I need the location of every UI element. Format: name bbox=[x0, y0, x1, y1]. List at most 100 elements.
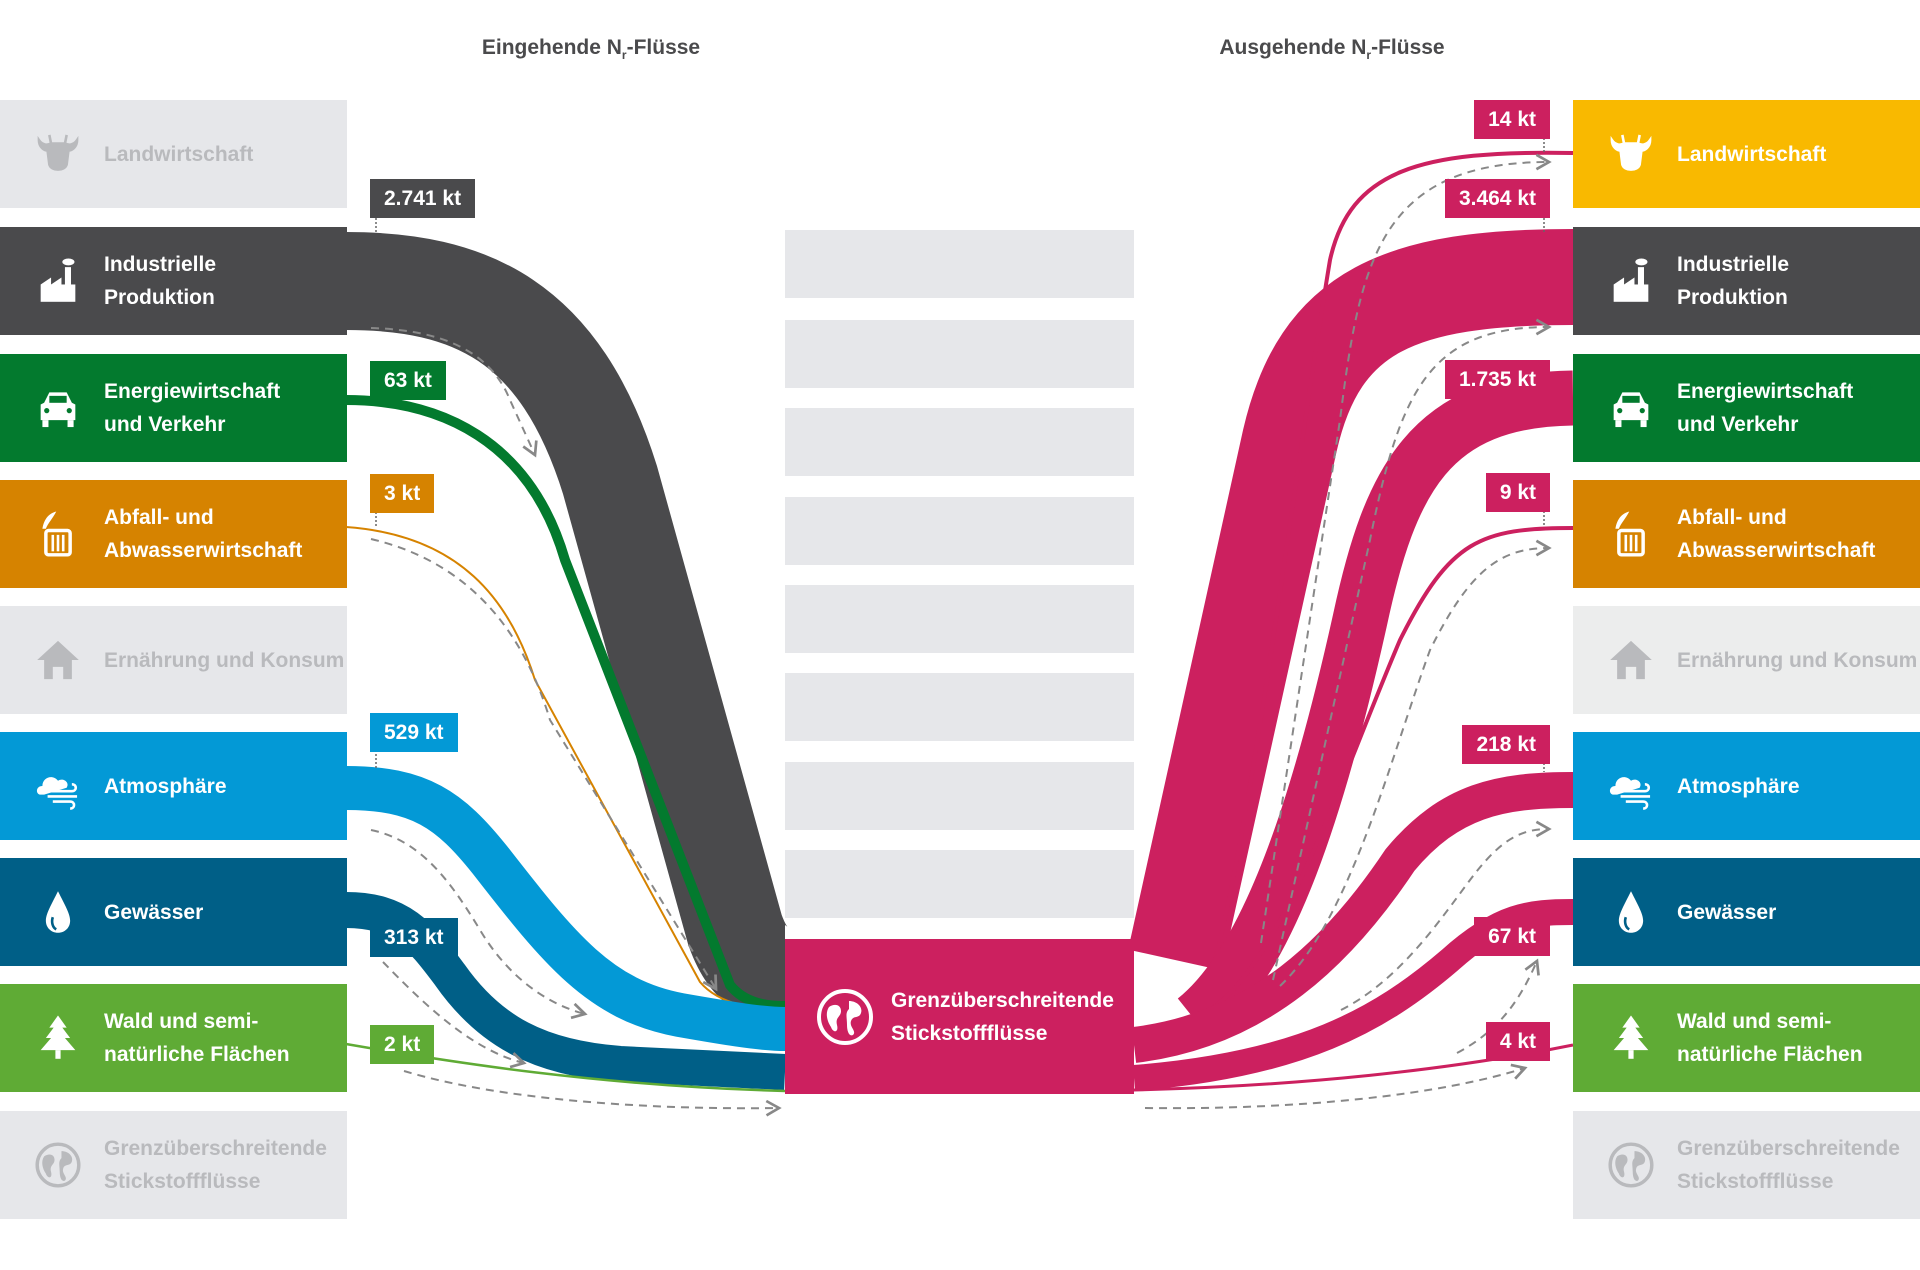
left-category-energy: Energiewirtschaft und Verkehr bbox=[0, 354, 347, 462]
center-label-line: Grenzüberschreitende bbox=[891, 988, 1114, 1012]
right-category-energy: Energiewirtschaft und Verkehr bbox=[1573, 354, 1920, 462]
trash-icon bbox=[1601, 504, 1661, 564]
factory-icon bbox=[28, 251, 88, 311]
right-category-atmosphere: Atmosphäre bbox=[1573, 732, 1920, 840]
placeholder-slot bbox=[785, 408, 1134, 476]
flow-waste-out bbox=[1205, 526, 1574, 1014]
flow-agriculture-out bbox=[1198, 150, 1574, 1011]
outgoing-value-label: 67 kt bbox=[1474, 917, 1550, 956]
category-label-line: Energiewirtschaft bbox=[104, 380, 281, 403]
right-category-consumption: Ernährung und Konsum bbox=[1573, 606, 1920, 714]
incoming-value-label: 529 kt bbox=[370, 713, 458, 752]
outgoing-value-label: 4 kt bbox=[1485, 1022, 1550, 1061]
placeholder-slot bbox=[785, 497, 1134, 565]
category-label-line: Industrielle bbox=[104, 253, 217, 276]
category-label-line: Abwasserwirtschaft bbox=[1677, 539, 1876, 562]
category-label-line: Grenzüberschreitende bbox=[104, 1137, 327, 1160]
car-icon bbox=[1601, 378, 1661, 438]
placeholder-slot bbox=[785, 850, 1134, 918]
incoming-value-label: 2.741 kt bbox=[370, 179, 476, 218]
cloud-wind-icon bbox=[1601, 756, 1661, 816]
globe-icon bbox=[1601, 1135, 1661, 1195]
outgoing-value-label: 3.464 kt bbox=[1444, 179, 1550, 218]
incoming-value-label: 3 kt bbox=[370, 474, 435, 513]
outgoing-value-label: 14 kt bbox=[1474, 100, 1550, 139]
outgoing-title: Ausgehende Nr-Flüsse bbox=[1219, 36, 1445, 63]
right-category-water: Gewässer bbox=[1573, 858, 1920, 966]
flow-industry-out bbox=[1128, 229, 1574, 971]
category-label-line: Wald und semi- bbox=[1677, 1010, 1832, 1033]
right-category-agriculture: Landwirtschaft bbox=[1573, 100, 1920, 208]
drop-icon bbox=[28, 882, 88, 942]
left-category-water: Gewässer bbox=[0, 858, 347, 966]
left-category-atmosphere: Atmosphäre bbox=[0, 732, 347, 840]
incoming-value-label: 63 kt bbox=[370, 361, 446, 400]
cow-icon bbox=[1601, 124, 1661, 184]
category-label-line: Atmosphäre bbox=[104, 774, 227, 798]
tree-icon bbox=[28, 1008, 88, 1068]
incoming-value-label: 2 kt bbox=[370, 1025, 435, 1064]
flow-water-out bbox=[1132, 899, 1574, 1091]
center-label-line: Stickstoffflüsse bbox=[891, 1021, 1048, 1045]
incoming-value-label: 313 kt bbox=[370, 918, 458, 957]
category-label-line: natürliche Flächen bbox=[1677, 1043, 1863, 1066]
outgoing-value-label: 9 kt bbox=[1485, 473, 1550, 512]
placeholder-slot bbox=[785, 230, 1134, 298]
category-label-line: Produktion bbox=[1677, 286, 1788, 309]
house-icon bbox=[1601, 630, 1661, 690]
outgoing-value-label: 218 kt bbox=[1462, 725, 1550, 764]
category-label-line: Gewässer bbox=[1677, 900, 1777, 924]
tree-icon bbox=[1601, 1008, 1661, 1068]
category-label-line: Produktion bbox=[104, 286, 215, 309]
flow-energy-out bbox=[1177, 370, 1574, 1042]
category-label-line: Energiewirtschaft bbox=[1677, 380, 1854, 403]
drop-icon bbox=[1601, 882, 1661, 942]
category-label-line: natürliche Flächen bbox=[104, 1043, 290, 1066]
flow-atmosphere-in bbox=[345, 766, 786, 1051]
factory-icon bbox=[1601, 251, 1661, 311]
category-label-line: Gewässer bbox=[104, 900, 204, 924]
category-label-line: Wald und semi- bbox=[104, 1010, 259, 1033]
globe-icon bbox=[815, 987, 875, 1047]
trash-icon bbox=[28, 504, 88, 564]
category-label-line: Grenzüberschreitende bbox=[1677, 1137, 1900, 1160]
category-label-line: und Verkehr bbox=[1677, 413, 1799, 436]
cloud-wind-icon bbox=[28, 756, 88, 816]
placeholder-slot bbox=[785, 673, 1134, 741]
category-label-line: Ernährung und Konsum bbox=[104, 648, 345, 672]
category-label-line: Stickstoffflüsse bbox=[1677, 1170, 1834, 1193]
left-category-forest: Wald und semi-natürliche Flächen bbox=[0, 984, 347, 1092]
category-label-line: Stickstoffflüsse bbox=[104, 1170, 261, 1193]
left-category-agriculture: Landwirtschaft bbox=[0, 100, 347, 208]
car-icon bbox=[28, 378, 88, 438]
category-label-line: Abwasserwirtschaft bbox=[104, 539, 303, 562]
category-label-line: Abfall- und bbox=[1677, 506, 1787, 529]
right-category-forest: Wald und semi-natürliche Flächen bbox=[1573, 984, 1920, 1092]
category-label-line: Atmosphäre bbox=[1677, 774, 1800, 798]
placeholder-slot bbox=[785, 585, 1134, 653]
incoming-title: Eingehende Nr-Flüsse bbox=[481, 36, 701, 63]
category-label-line: Industrielle bbox=[1677, 253, 1790, 276]
direction-arrows bbox=[370, 153, 1552, 1117]
house-icon bbox=[28, 630, 88, 690]
category-label-line: Ernährung und Konsum bbox=[1677, 648, 1918, 672]
globe-icon bbox=[28, 1135, 88, 1195]
category-label-line: Landwirtschaft bbox=[104, 142, 254, 166]
flow-energy-in bbox=[345, 395, 786, 1011]
flow-atmosphere-out bbox=[1131, 772, 1574, 1063]
category-label-line: und Verkehr bbox=[104, 413, 226, 436]
category-label-line: Abfall- und bbox=[104, 506, 214, 529]
category-label-line: Landwirtschaft bbox=[1677, 142, 1827, 166]
placeholder-slot bbox=[785, 762, 1134, 830]
cow-icon bbox=[28, 124, 88, 184]
left-category-consumption: Ernährung und Konsum bbox=[0, 606, 347, 714]
outgoing-value-label: 1.735 kt bbox=[1444, 360, 1550, 399]
